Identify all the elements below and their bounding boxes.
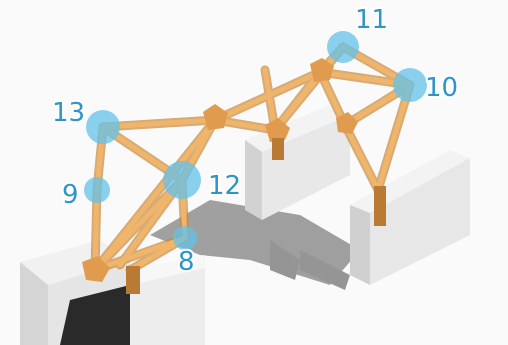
- joint-hub: [203, 104, 228, 130]
- left-wall: [20, 240, 205, 345]
- node-11-label: 11: [355, 5, 388, 35]
- highlighted-nodes: [84, 31, 427, 250]
- node-labels: 8 9 10 11 12 13: [50, 3, 460, 279]
- floor-shadows: [150, 200, 360, 290]
- joint-hub: [310, 58, 334, 82]
- node-12-marker: [163, 161, 201, 199]
- node-8-label: 8: [178, 247, 195, 277]
- node-10-label: 10: [425, 73, 458, 103]
- wall-clamp: [374, 186, 386, 226]
- joint-hub: [336, 112, 358, 134]
- node-12-label: 12: [208, 171, 241, 201]
- node-10-marker: [393, 68, 427, 102]
- joints: [82, 58, 386, 294]
- node-8-marker: [173, 226, 197, 250]
- node-11-marker: [327, 31, 359, 63]
- wall-clamp: [126, 266, 140, 294]
- joint-hub: [82, 256, 110, 282]
- wall-clamp: [272, 138, 284, 160]
- joint-hub: [265, 118, 290, 142]
- node-13-label: 13: [52, 98, 85, 128]
- node-9-label: 9: [62, 180, 79, 210]
- node-13-marker: [86, 110, 120, 144]
- node-9-marker: [84, 177, 110, 203]
